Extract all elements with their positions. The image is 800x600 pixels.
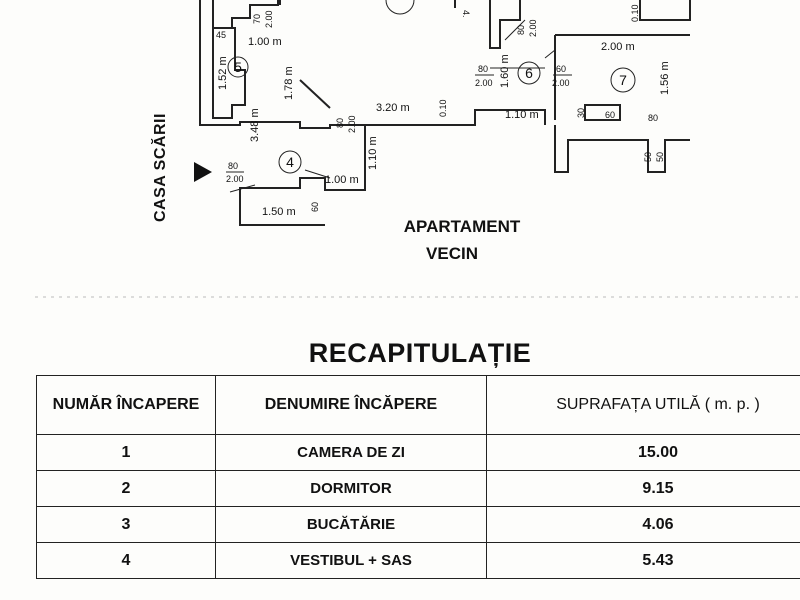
dim-label: 1.56 m <box>659 61 671 95</box>
recap-title: RECAPITULAȚIE <box>308 338 532 368</box>
stairwell-label: CASA SCĂRII <box>150 113 169 222</box>
dim-label: 0.10 <box>630 4 640 22</box>
room-labels: 4 5 6 7 <box>227 0 636 174</box>
room-circle-4 <box>278 150 302 174</box>
cell-room-name: BUCĂTĂRIE <box>215 506 487 543</box>
dim-label: 50 <box>655 152 665 162</box>
entrance-arrow-icon <box>194 162 212 182</box>
dim-label: 1.00 m <box>325 174 359 186</box>
dim-label: 60 <box>556 64 566 74</box>
dim-label: 70 <box>252 14 262 24</box>
dim-label: 1.00 m <box>248 36 282 48</box>
table-row: 3 BUCĂTĂRIE 4.06 <box>36 506 800 543</box>
dim-label: 4. <box>461 10 471 18</box>
dim-label: 80 <box>335 118 345 128</box>
dim-label: 80 <box>478 64 488 74</box>
dim-label: 60 <box>605 110 615 120</box>
table-row: 2 DORMITOR 9.15 <box>36 470 800 507</box>
plan-walls <box>199 0 691 226</box>
dim-label: 1.10 m <box>367 136 379 170</box>
dim-label: 1.52 m <box>217 56 229 90</box>
dim-label: 45 <box>216 30 226 40</box>
cell-room-number: 1 <box>36 434 216 471</box>
header-room-number: NUMĂR ÎNCAPERE <box>36 375 216 435</box>
dim-label: 1.10 m <box>505 109 539 121</box>
room-number-4: 4 <box>286 154 294 170</box>
room-number-6: 6 <box>525 65 533 81</box>
dim-label: 80 <box>648 113 658 123</box>
dim-label: 1.60 m <box>499 54 511 88</box>
dim-label: 1.50 m <box>262 206 296 218</box>
dim-label: 2.00 <box>475 78 493 88</box>
neighbor-label-line2: VECIN <box>426 244 478 263</box>
dim-label: 1.78 m <box>283 66 295 100</box>
cell-room-number: 4 <box>36 542 216 579</box>
cell-area: 15.00 <box>486 434 800 471</box>
floor-plan: 4 5 6 7 1.00 m 45 1.52 m 1.78 m 3.48 m 7… <box>35 0 800 298</box>
dim-label: 80 <box>516 25 526 35</box>
dim-label: 2.00 <box>226 174 244 184</box>
dim-label: 3.20 m <box>376 102 410 114</box>
plan-dimensions: 1.00 m 45 1.52 m 1.78 m 3.48 m 70 2.00 8… <box>216 4 671 218</box>
header-room-name: DENUMIRE ÎNCĂPERE <box>215 375 487 435</box>
dim-label: 2.00 m <box>601 41 635 53</box>
cell-room-number: 3 <box>36 506 216 543</box>
cell-area: 5.43 <box>486 542 800 579</box>
dim-label: 60 <box>310 202 320 212</box>
table-row: 1 CAMERA DE ZI 15.00 <box>36 434 800 471</box>
dim-label: 2.00 <box>347 115 357 133</box>
room-circle-7 <box>610 67 636 93</box>
neighbor-label-line1: APARTAMENT <box>404 217 521 236</box>
room-number-7: 7 <box>619 72 627 88</box>
dim-label: 2.00 <box>264 10 274 28</box>
cell-room-number: 2 <box>36 470 216 507</box>
dim-label: 50 <box>643 152 653 162</box>
dim-label: 80 <box>228 161 238 171</box>
cell-area: 4.06 <box>486 506 800 543</box>
room-circle-5 <box>227 56 249 78</box>
dim-label: 2.00 <box>552 78 570 88</box>
room-number-5: 5 <box>234 59 242 75</box>
cell-area: 9.15 <box>486 470 800 507</box>
cell-room-name: VESTIBUL + SAS <box>215 542 487 579</box>
room-circle-6 <box>517 61 541 85</box>
cell-room-name: DORMITOR <box>215 470 487 507</box>
recap-table: NUMĂR ÎNCAPERE DENUMIRE ÎNCĂPERE SUPRAFA… <box>36 375 800 579</box>
cell-room-name: CAMERA DE ZI <box>215 434 487 471</box>
table-row: 4 VESTIBUL + SAS 5.43 <box>36 542 800 579</box>
header-usable-area: SUPRAFAȚA UTILĂ ( m. p. ) <box>486 375 800 435</box>
dim-label: 0.10 <box>438 99 448 117</box>
dim-label: 30 <box>576 108 586 118</box>
dim-label: 2.00 <box>528 19 538 37</box>
dim-label: 3.48 m <box>249 108 261 142</box>
table-header-row: NUMĂR ÎNCAPERE DENUMIRE ÎNCĂPERE SUPRAFA… <box>36 375 800 435</box>
